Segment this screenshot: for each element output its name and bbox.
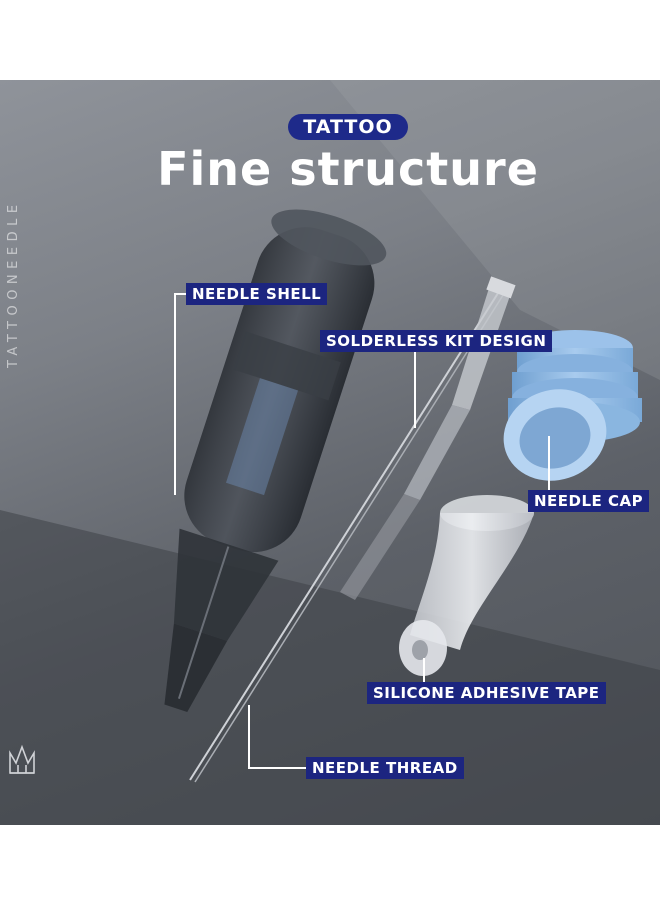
label-needle-shell: NEEDLE SHELL [186, 283, 328, 305]
silicone-tape [399, 495, 534, 676]
lead-line [548, 436, 550, 490]
lead-line [423, 658, 425, 682]
lead-line [248, 705, 250, 769]
product-image: TATTOONEEDLE TATTOO Fine structure NEEDL… [0, 80, 660, 825]
table-shadow [0, 510, 660, 825]
lead-line [174, 293, 176, 495]
label-solderless-kit-design: SOLDERLESS KIT DESIGN [320, 330, 553, 352]
label-silicone-adhesive-tape: SILICONE ADHESIVE TAPE [367, 682, 606, 704]
page-title: Fine structure [157, 142, 539, 196]
lead-line [414, 352, 416, 428]
crown-logo-icon [9, 744, 35, 774]
label-needle-thread: NEEDLE THREAD [306, 757, 464, 779]
needle-shell [164, 209, 387, 712]
light-panel [330, 80, 660, 380]
lead-line [174, 293, 186, 295]
needle-cap [503, 330, 642, 481]
tattoo-badge: TATTOO [288, 114, 408, 140]
lead-line [248, 767, 306, 769]
label-needle-cap: NEEDLE CAP [528, 490, 650, 512]
